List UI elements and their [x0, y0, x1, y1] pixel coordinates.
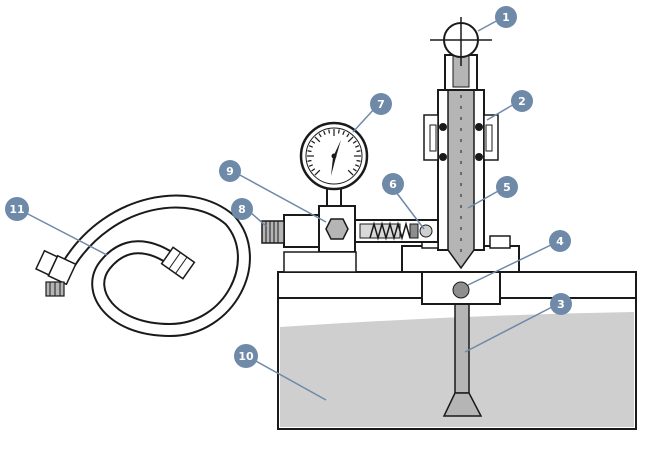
svg-text:3: 3: [557, 298, 565, 311]
svg-text:7: 7: [377, 98, 385, 111]
label-7: 7: [370, 93, 392, 115]
label-1: 1: [495, 6, 517, 28]
label-2: 2: [511, 90, 533, 112]
label-9: 9: [219, 160, 241, 182]
gauge-tick: [346, 133, 350, 138]
gauge-tick: [311, 168, 316, 172]
gauge-tick: [355, 164, 360, 167]
gauge-tick: [356, 150, 361, 153]
gauge-tick: [352, 168, 357, 172]
gauge-tick: [318, 133, 322, 138]
gauge-tick: [347, 169, 354, 176]
gauge-tick: [355, 145, 360, 148]
gauge-tick: [342, 130, 345, 135]
label-6: 6: [382, 173, 404, 195]
gauge-tick: [337, 129, 340, 134]
o-ring: [439, 123, 447, 131]
gauge-tick: [328, 129, 331, 134]
svg-text:1: 1: [502, 11, 510, 24]
hose-end-thread: [45, 281, 65, 297]
gauge-tick: [308, 164, 313, 167]
hex-fitting: [283, 205, 357, 273]
label-3: 3: [550, 293, 572, 315]
dip-tube: [442, 297, 483, 417]
svg-text:4: 4: [556, 235, 564, 248]
label-11: 11: [5, 197, 29, 221]
label-5: 5: [496, 176, 518, 198]
svg-text:8: 8: [238, 203, 246, 216]
svg-text:2: 2: [518, 95, 526, 108]
svg-text:11: 11: [9, 203, 24, 216]
pressure-gauge: [299, 121, 369, 191]
gauge-tick: [356, 159, 361, 162]
hose-end-fitting: [35, 249, 77, 286]
leader-lines: [25, 18, 555, 401]
gauge-tick: [347, 136, 354, 143]
label-8: 8: [231, 198, 253, 220]
gauge-tick: [323, 130, 326, 135]
o-ring: [439, 153, 447, 161]
threaded-inlet: [261, 220, 285, 244]
gauge-tick: [314, 169, 321, 176]
hose: [35, 194, 251, 338]
label-4: 4: [549, 230, 571, 252]
spring: [369, 221, 411, 241]
hose-end-nut: [160, 246, 196, 280]
svg-text:10: 10: [238, 350, 254, 363]
gauge-tick: [307, 159, 312, 162]
o-ring: [475, 153, 483, 161]
gauge-tick: [314, 136, 321, 143]
gauge-tick: [311, 140, 316, 144]
svg-text:9: 9: [226, 165, 234, 178]
gauge-tick: [352, 140, 357, 144]
handle: [430, 17, 492, 91]
check-ball: [452, 281, 470, 299]
svg-text:6: 6: [389, 178, 397, 191]
gauge-tick: [307, 150, 312, 153]
o-ring: [475, 123, 483, 131]
relief-valve: [354, 219, 439, 243]
label-10: 10: [234, 344, 258, 368]
svg-text:5: 5: [503, 181, 511, 194]
gauge-tick: [308, 145, 313, 148]
